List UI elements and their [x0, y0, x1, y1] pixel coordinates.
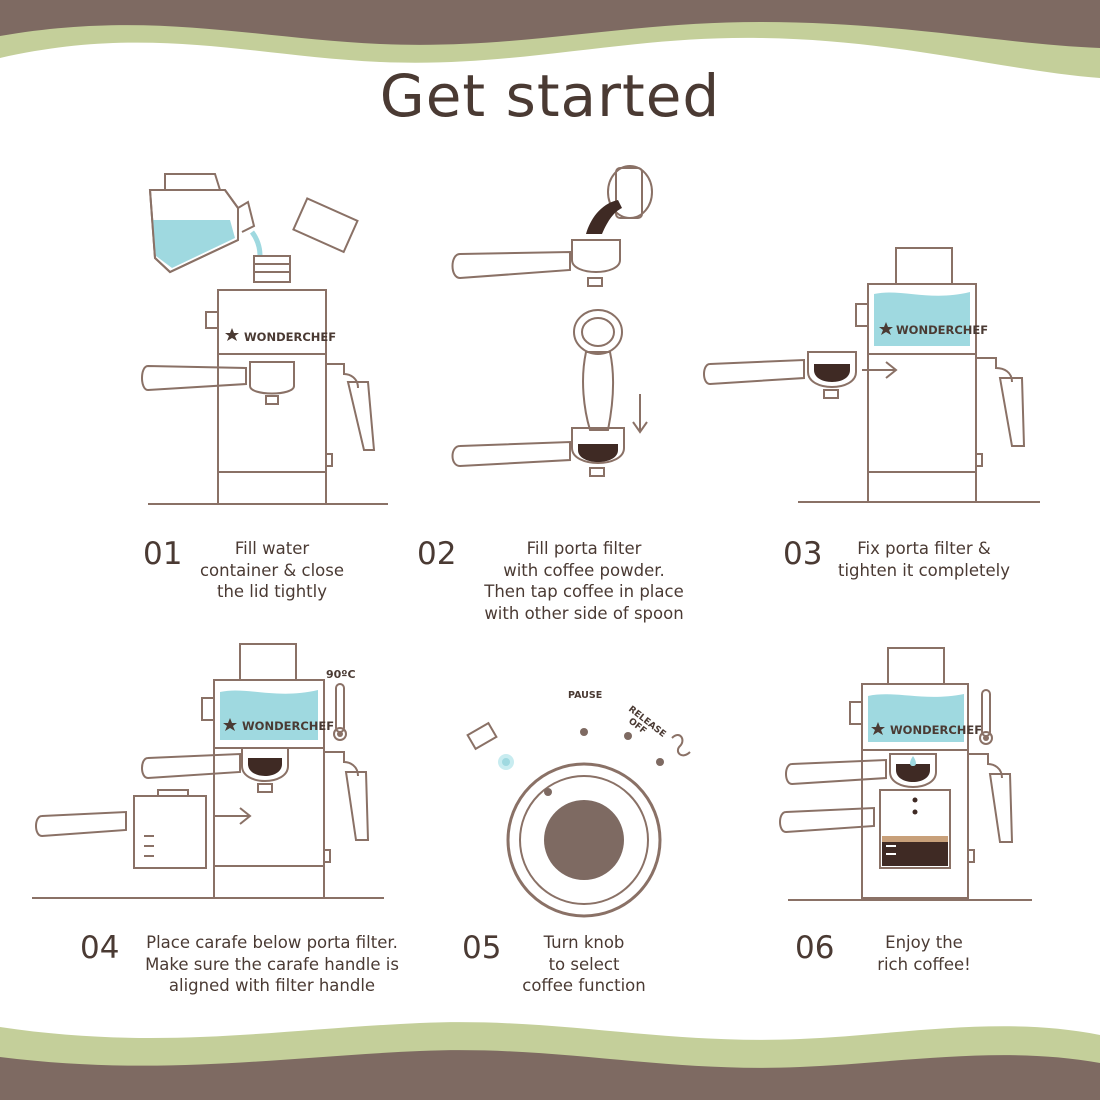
bottom-wave-decoration	[0, 1022, 1100, 1100]
step-2-text: Fill porta filter with coffee powder. Th…	[484, 539, 684, 623]
steam-mode-icon	[671, 734, 691, 757]
pause-label: PAUSE	[568, 690, 602, 701]
carafe-with-coffee-icon	[779, 789, 951, 869]
step-1-text: Fill water container & close the lid tig…	[199, 539, 345, 601]
step-4-number: 04	[80, 930, 120, 966]
temperature-label: 90ºC	[326, 668, 356, 681]
brand-label: WONDERCHEF	[896, 323, 988, 337]
step-2-number: 02	[417, 536, 457, 572]
step-4-text: Place carafe below porta filter. Make su…	[145, 933, 399, 995]
step-3-text: Fix porta filter & tighten it completely	[837, 539, 1011, 580]
coffee-machine-icon	[855, 247, 1026, 503]
control-knob	[506, 762, 662, 918]
brand-label: WONDERCHEF	[242, 719, 334, 733]
lid-icon	[292, 197, 359, 254]
step-6-number: 06	[795, 930, 835, 966]
step-2-illustration	[451, 165, 653, 477]
water-kettle-icon	[148, 173, 263, 274]
star-logo-icon	[223, 718, 237, 731]
star-logo-icon	[225, 328, 239, 341]
porta-filter-icon	[703, 351, 857, 399]
thermometer-icon	[979, 689, 993, 745]
tamper-icon	[573, 309, 623, 431]
star-logo-icon	[871, 722, 885, 735]
coffee-machine-icon	[201, 643, 370, 899]
star-logo-icon	[879, 322, 893, 335]
brand-label: WONDERCHEF	[244, 330, 336, 344]
step-6-illustration: WONDERCHEF	[779, 647, 1032, 901]
coffee-cup-mode-icon	[466, 721, 498, 751]
porta-filter-top-icon	[451, 239, 621, 287]
step-3-number: 03	[783, 536, 823, 572]
top-wave-decoration	[0, 0, 1100, 78]
step-5-number: 05	[462, 930, 502, 966]
step-3-illustration: WONDERCHEF	[703, 247, 1040, 503]
carafe-icon	[35, 789, 207, 869]
porta-filter-bottom-icon	[451, 427, 625, 477]
brand-label: WONDERCHEF	[890, 723, 982, 737]
page-title: Get started	[379, 62, 721, 130]
step-4-illustration: WONDERCHEF 90ºC	[32, 643, 384, 899]
coffee-machine-icon	[205, 289, 376, 505]
coffee-machine-icon	[849, 647, 1014, 899]
thermometer-icon	[333, 683, 347, 741]
spoon-icon	[607, 165, 653, 219]
step-5-text: Turn knob to select coffee function	[522, 933, 646, 995]
step-1-illustration: WONDERCHEF	[141, 173, 388, 505]
step-1-number: 01	[143, 536, 183, 572]
step-5-illustration: PAUSE RELEASE OFF	[466, 690, 691, 918]
step-6-text: Enjoy the rich coffee!	[877, 933, 971, 974]
